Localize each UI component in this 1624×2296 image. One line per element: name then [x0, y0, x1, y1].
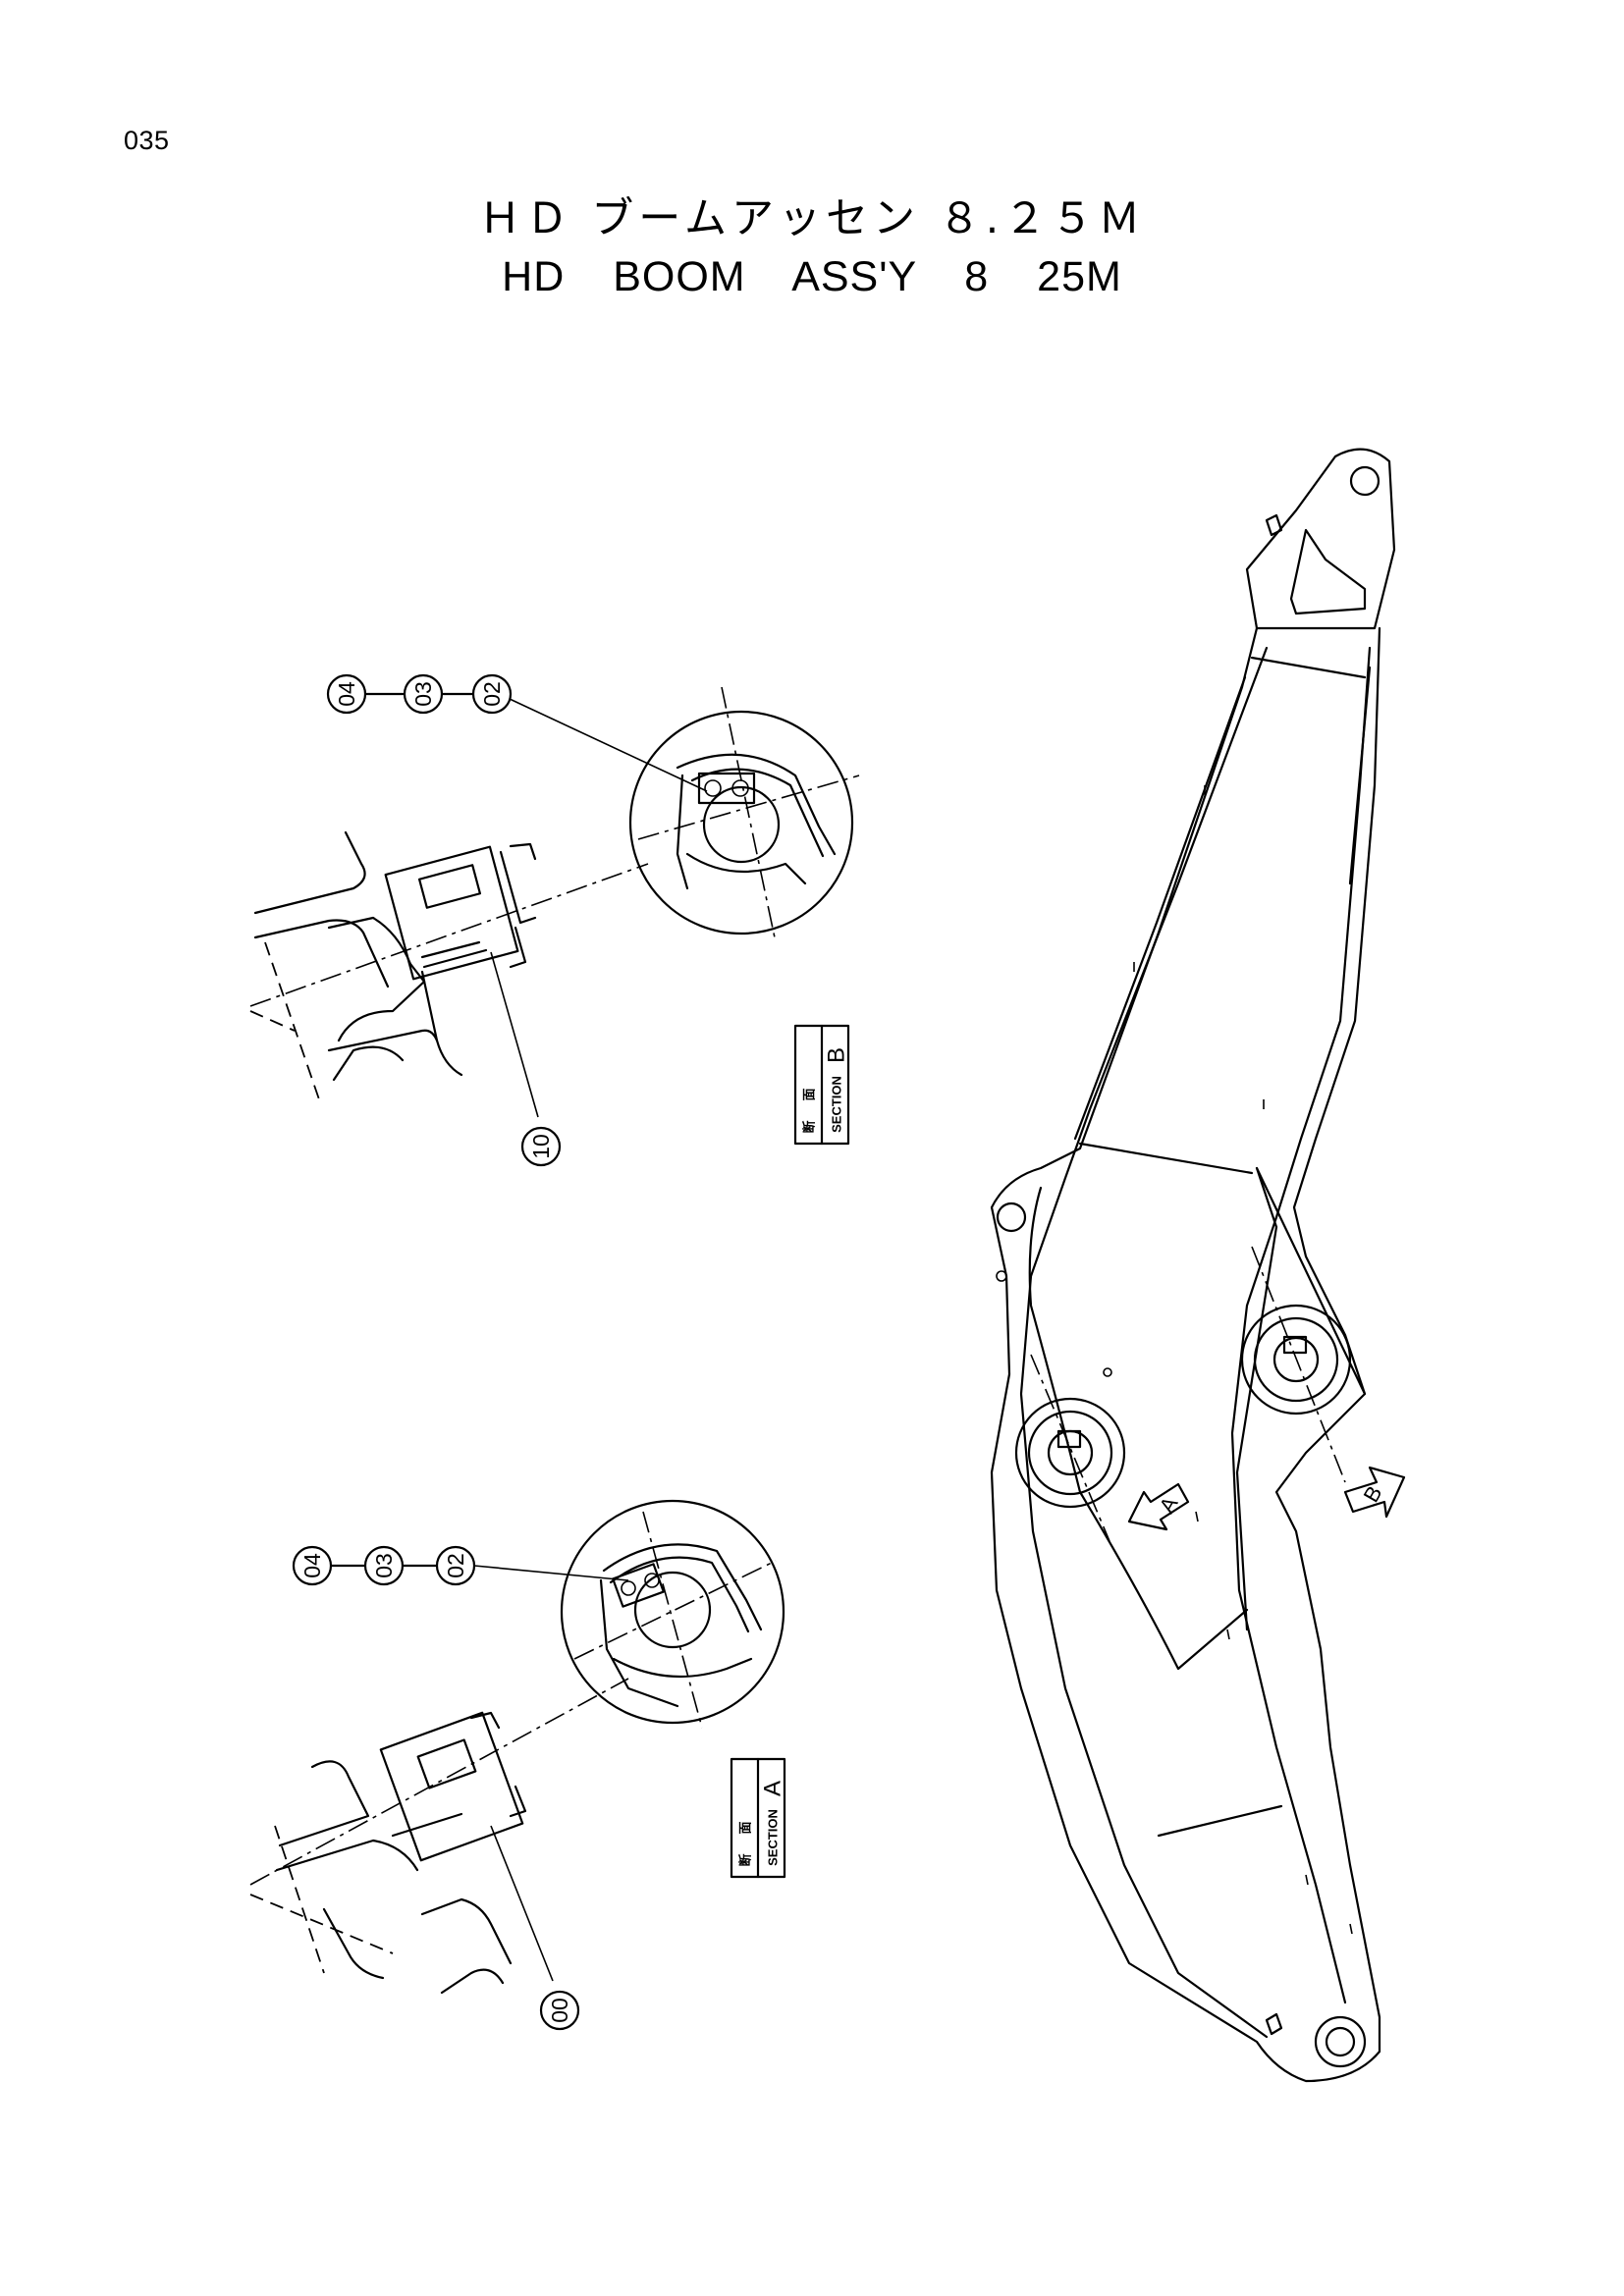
callout-b-10: 10 — [520, 1126, 562, 1167]
callout-b-10-label: 10 — [528, 1134, 554, 1159]
callout-a-02: 02 — [435, 1545, 476, 1586]
callout-b-02: 02 — [471, 673, 513, 715]
callout-a-03: 03 — [363, 1545, 405, 1586]
section-a-kanji-1: 断 — [738, 1853, 753, 1866]
section-a-detail: 04 03 02 — [249, 1499, 786, 2031]
callout-b-02-label: 02 — [479, 681, 505, 707]
section-b-detail: 04 03 02 — [249, 673, 860, 1167]
title-english: HD BOOM ASS'Y 8 25M — [502, 253, 1122, 300]
view-arrow-a-label: A — [1155, 1492, 1183, 1517]
section-a-word: SECTION — [766, 1809, 781, 1866]
section-b-label: B 面 断 SECTION — [793, 1024, 850, 1146]
section-b-letter: B — [824, 1047, 850, 1063]
view-arrow-b: B — [1343, 1466, 1406, 1519]
boom-assembly: A B — [990, 448, 1406, 2083]
section-a-letter: A — [760, 1781, 786, 1796]
callout-b-04-label: 04 — [334, 681, 359, 707]
title-japanese: ＨＤ ブームアッセン ８.２５Ｍ — [478, 194, 1146, 243]
section-b-word: SECTION — [830, 1076, 844, 1133]
section-b-kanji-1: 断 — [802, 1120, 817, 1133]
callout-a-04-label: 04 — [299, 1553, 325, 1578]
callout-b-03: 03 — [403, 673, 444, 715]
section-a-label: A 面 断 SECTION — [730, 1757, 786, 1879]
callout-b-04: 04 — [326, 673, 367, 715]
section-b-kanji-2: 面 — [802, 1088, 817, 1100]
callout-a-02-label: 02 — [443, 1553, 468, 1578]
section-a-kanji-2: 面 — [738, 1821, 753, 1834]
callout-a-03-label: 03 — [371, 1553, 397, 1578]
page-number: 035 — [124, 126, 170, 155]
callout-a-00: 00 — [539, 1990, 580, 2031]
view-arrow-a: A — [1127, 1482, 1190, 1531]
callout-a-00-label: 00 — [547, 1998, 572, 2023]
callout-a-04: 04 — [292, 1545, 333, 1586]
callout-b-03-label: 03 — [410, 681, 436, 707]
